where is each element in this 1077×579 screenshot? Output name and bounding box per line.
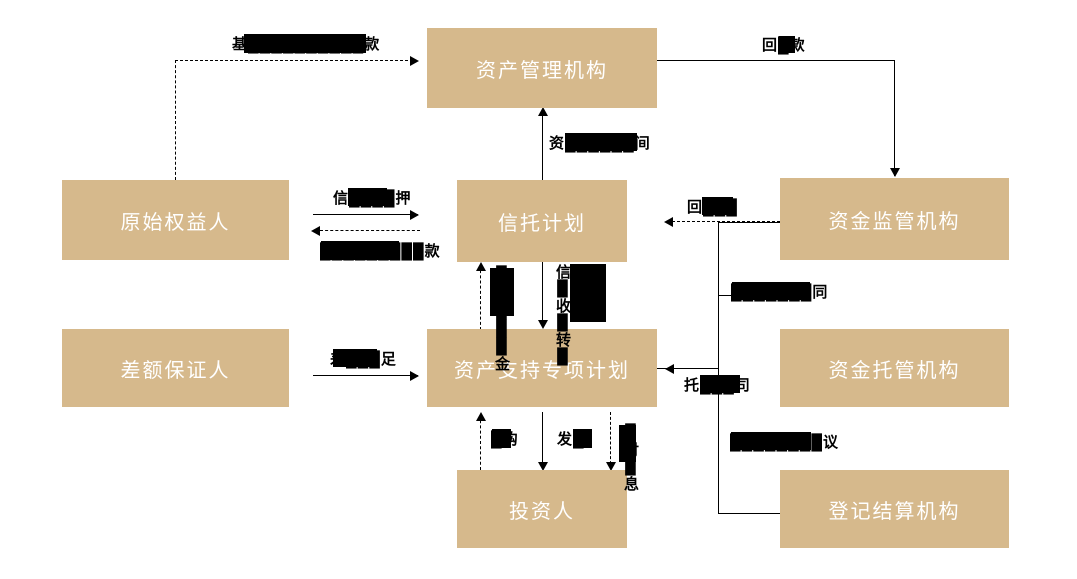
connector-absplan-to-trustplan-dashed bbox=[480, 265, 481, 330]
node-difference-guarantor[interactable]: 差额保证人 bbox=[62, 329, 289, 407]
arrow-into-abs-special-plan-left bbox=[410, 371, 419, 381]
node-fund-custodian-label: 资金托管机构 bbox=[828, 359, 961, 382]
node-originator-label: 原始权益人 bbox=[120, 211, 231, 234]
arrow-into-investor-top-right bbox=[606, 462, 616, 471]
arrow-into-asset-manager-left bbox=[410, 56, 419, 66]
connector-absplan-to-investor-right-dashed bbox=[610, 412, 611, 469]
redaction-originator-upper bbox=[348, 188, 387, 206]
redaction-right-custody bbox=[732, 282, 810, 300]
redaction-under-top bbox=[565, 133, 637, 151]
arrow-into-trust-plan-bottom-left bbox=[476, 262, 486, 271]
connector-absplan-to-investor-middle-solid bbox=[542, 412, 544, 469]
arrow-into-abs-special-plan-right bbox=[665, 364, 674, 374]
node-investor-label: 投资人 bbox=[509, 500, 575, 523]
connector-spine-to-registration-settlement bbox=[718, 513, 780, 515]
redaction-bottom-right bbox=[619, 425, 636, 462]
connector-trustplan-to-originator-dashed bbox=[320, 230, 420, 231]
redaction-right-settle bbox=[731, 432, 811, 450]
redaction-guarantor bbox=[333, 349, 377, 367]
node-trust-plan[interactable]: 信托计划 bbox=[457, 180, 627, 262]
arrow-into-abs-special-plan-top bbox=[538, 320, 548, 329]
arrow-into-fund-supervisor-top bbox=[890, 168, 900, 177]
edge-label-mid-right: 信█收█转█ bbox=[554, 264, 571, 366]
node-difference-guarantor-label: 差额保证人 bbox=[120, 359, 231, 382]
redaction-top-right bbox=[779, 36, 795, 53]
arrow-into-originator-right bbox=[311, 226, 320, 236]
connector-absplan-to-spine bbox=[657, 368, 719, 370]
arrow-into-investor-top-middle bbox=[538, 462, 548, 471]
node-investor[interactable]: 投资人 bbox=[457, 470, 627, 548]
arrow-from-fund-supervisor-left bbox=[664, 217, 673, 227]
arrow-into-abs-special-plan-bottom-left bbox=[476, 412, 486, 421]
connector-guarantor-to-absplan bbox=[313, 375, 418, 377]
connector-spine-to-fund-supervisor bbox=[718, 222, 780, 224]
node-originator[interactable]: 原始权益人 bbox=[62, 180, 289, 260]
connector-supervisor-to-trustplan-dashed bbox=[672, 221, 780, 222]
redaction-top-left bbox=[244, 34, 366, 53]
connector-originator-to-assetmanager-horizontal bbox=[175, 60, 413, 61]
node-abs-special-plan-label: 资产支持专项计划 bbox=[454, 359, 630, 382]
arrow-into-trust-plan-left-upper bbox=[410, 210, 419, 220]
connector-absplan-to-investor-left-dashed bbox=[480, 415, 481, 470]
arrow-into-asset-manager-bottom bbox=[538, 107, 548, 116]
redaction-mid-left bbox=[490, 268, 514, 316]
connector-originator-to-trustplan-solid bbox=[313, 214, 418, 216]
connector-assetmanager-to-supervisor-horizontal bbox=[657, 60, 895, 62]
node-fund-supervisor[interactable]: 资金监管机构 bbox=[780, 178, 1009, 260]
node-registration-settlement[interactable]: 登记结算机构 bbox=[780, 470, 1009, 548]
node-trust-plan-label: 信托计划 bbox=[498, 212, 586, 235]
redaction-originator-lower bbox=[321, 241, 399, 260]
node-asset-manager-label: 资产管理机构 bbox=[476, 59, 608, 82]
connector-trustplan-to-absplan-solid bbox=[542, 262, 544, 326]
connector-assetmanager-to-trustplan bbox=[542, 110, 544, 180]
node-asset-manager[interactable]: 资产管理机构 bbox=[427, 28, 657, 108]
node-fund-custodian[interactable]: 资金托管机构 bbox=[780, 329, 1009, 407]
redaction-bottom-left bbox=[492, 429, 511, 448]
node-registration-settlement-label: 登记结算机构 bbox=[828, 500, 961, 523]
connector-originator-to-assetmanager-vertical bbox=[175, 60, 176, 180]
connector-right-spine-vertical bbox=[718, 222, 720, 514]
redaction-right-trust bbox=[700, 375, 740, 393]
redaction-bottom-mid bbox=[573, 429, 592, 448]
redaction-right-upper bbox=[702, 197, 733, 215]
node-abs-special-plan[interactable]: 资产支持专项计划 bbox=[427, 329, 657, 407]
connector-assetmanager-to-supervisor-vertical bbox=[894, 60, 896, 176]
redaction-mid-right bbox=[570, 264, 606, 322]
node-fund-supervisor-label: 资金监管机构 bbox=[828, 210, 961, 233]
